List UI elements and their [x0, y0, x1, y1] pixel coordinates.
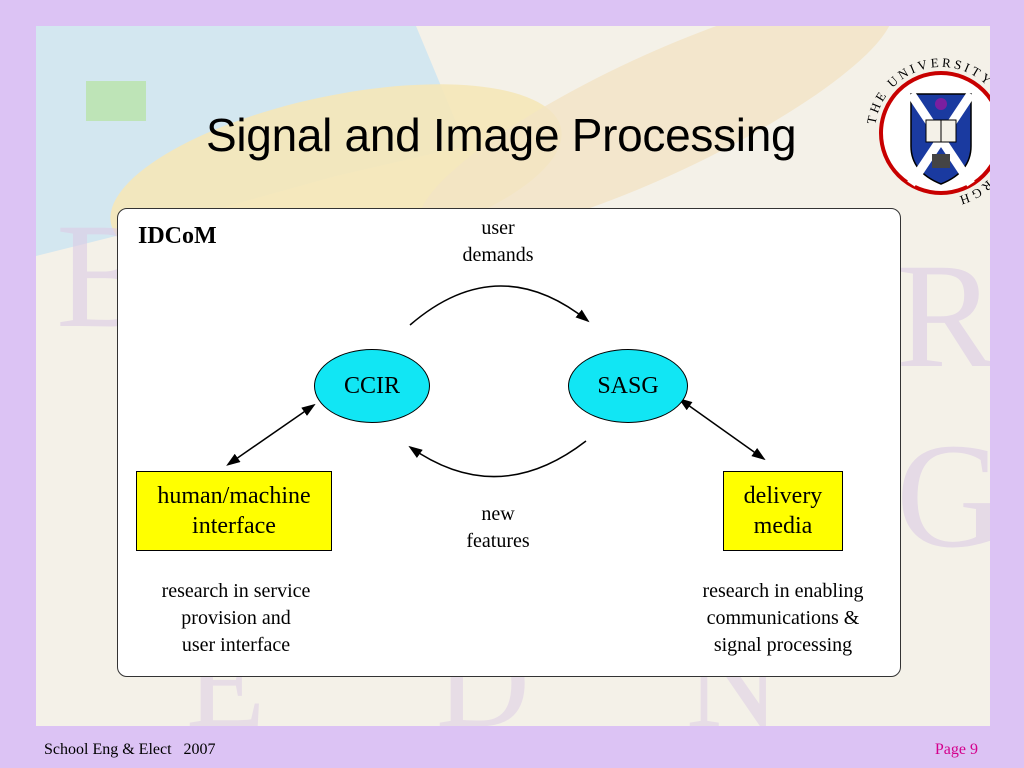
slide-title: Signal and Image Processing [206, 109, 797, 161]
arrow-hmi-ccir [226, 403, 316, 466]
caption-left-line-1: research in service [161, 580, 311, 602]
hmi-line-2: interface [192, 513, 276, 539]
node-human-machine-interface: human/machine interface [136, 471, 332, 551]
caption-left-line-3: user interface [181, 634, 291, 656]
caption-right-line-3: signal processing [713, 634, 853, 656]
node-sasg: SASG [568, 349, 688, 423]
delivery-line-2: media [753, 513, 813, 539]
university-crest-logo: THE UNIVERSITY OF EDINBURGH [864, 55, 990, 209]
diagram-arrows [226, 285, 766, 478]
delivery-line-1: delivery [743, 483, 823, 509]
footer-department: School Eng & Elect 2007 [44, 741, 216, 758]
arrow-user-demands [409, 285, 590, 326]
arrow-new-features [408, 440, 587, 478]
label-new: new [481, 503, 515, 525]
caption-left: research in service provision and user i… [128, 578, 344, 659]
hmi-line-1: human/machine [157, 483, 311, 509]
label-features: features [466, 530, 530, 552]
caption-right: research in enabling communications & si… [668, 578, 898, 659]
label-demands: demands [462, 244, 534, 266]
node-ccir: CCIR [314, 349, 430, 423]
node-delivery-media: delivery media [723, 471, 843, 551]
arrow-sasg-delivery [678, 398, 766, 461]
caption-left-line-2: provision and [181, 607, 291, 629]
footer-page-number: Page 9 [934, 741, 978, 758]
label-user-demands: user demands [438, 215, 558, 269]
caption-right-line-2: communications & [706, 607, 860, 629]
label-user: user [481, 217, 515, 239]
diagram-panel: IDCoM user demands CCIR SASG human/machi… [117, 208, 901, 677]
idcom-label: IDCoM [138, 223, 217, 249]
svg-text:R: R [896, 233, 990, 399]
caption-right-line-1: research in enabling [702, 580, 864, 602]
label-new-features: new features [438, 501, 558, 555]
svg-text:G: G [896, 413, 990, 579]
